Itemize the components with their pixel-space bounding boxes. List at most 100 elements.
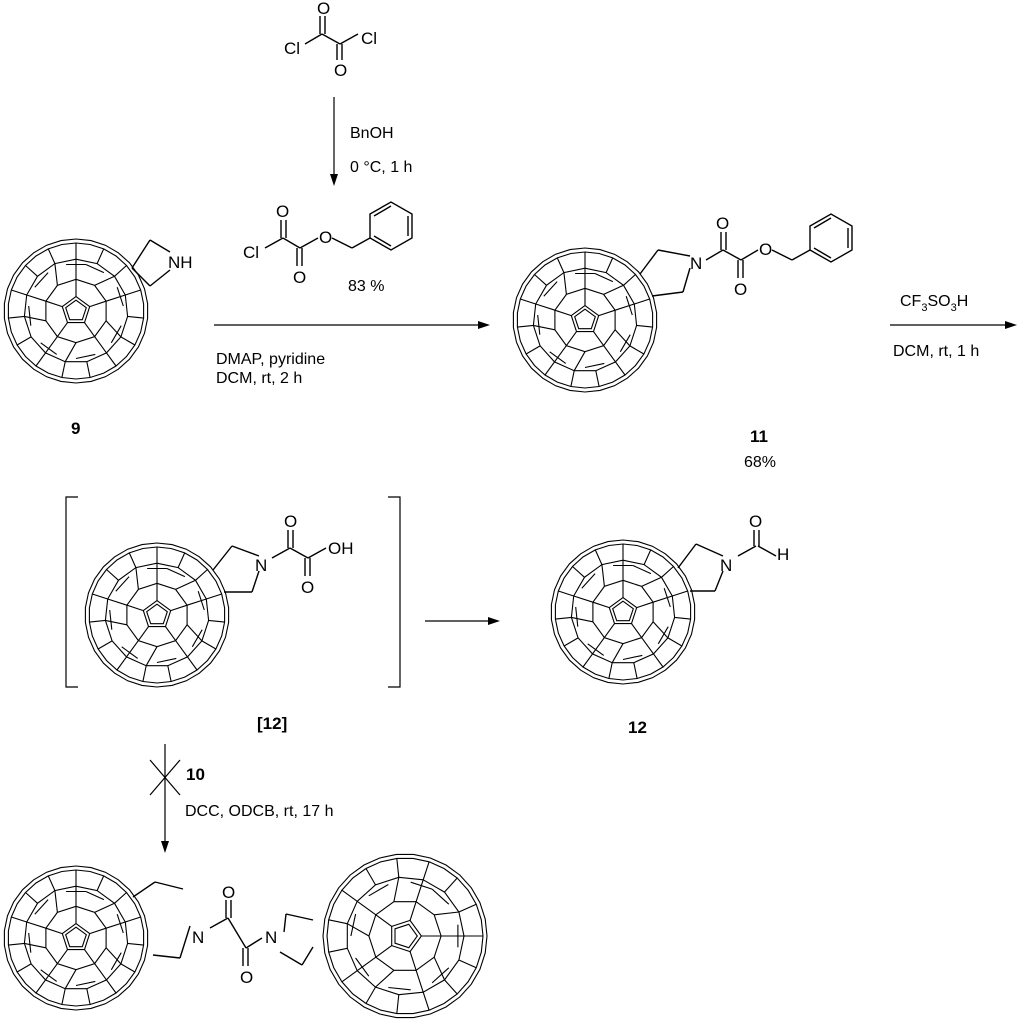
fullerene-double-bond	[75, 980, 96, 987]
fullerene-spoke	[128, 552, 137, 568]
fullerene-spoke	[643, 549, 652, 565]
dimer-structure: N N O O	[3, 853, 488, 1019]
fullerene-spoke	[201, 640, 217, 650]
compound-12-label: 12	[628, 718, 647, 737]
fullerene-dimer-right	[322, 853, 488, 1019]
fullerene-spoke	[422, 861, 430, 880]
fullerene-spoke	[517, 324, 534, 328]
fullerene-spoke	[563, 272, 567, 295]
fullerene-spoke	[375, 945, 393, 958]
fullerene-spoke	[54, 263, 58, 286]
fullerene-double-bond	[197, 591, 205, 611]
fullerene-spoke	[105, 921, 126, 929]
fullerene-spoke	[558, 590, 574, 597]
fullerene-spoke	[409, 951, 417, 971]
fullerene-spoke	[652, 595, 673, 603]
step4-arrow-crossed	[149, 744, 181, 853]
fullerene-spoke	[175, 640, 188, 658]
intermediate-o-bottom: O	[301, 578, 314, 597]
fullerene-spoke	[11, 289, 27, 296]
fullerene-double-bond	[537, 314, 541, 335]
fullerene-double-bond	[75, 353, 96, 360]
oxalyl-cl-right: Cl	[361, 29, 377, 48]
step3-reagent-so: SO	[927, 293, 950, 310]
fullerene-double-bond	[28, 932, 32, 953]
fullerene-spoke	[573, 351, 586, 371]
fullerene-double-bond	[549, 351, 567, 364]
fullerene-spoke	[142, 665, 147, 682]
oxalyl-cl-left: Cl	[284, 39, 300, 58]
fullerene-double-bond	[410, 881, 433, 890]
fullerene-spoke	[594, 549, 603, 565]
fullerene-spoke	[615, 361, 626, 376]
fullerene-double-bond	[594, 272, 614, 283]
step4-reagent: 10	[186, 765, 205, 784]
fullerene-spoke	[422, 992, 430, 1011]
compound-12-n: N	[720, 556, 732, 575]
fullerene-double-bond	[625, 296, 633, 316]
fullerene-spoke	[64, 969, 77, 989]
fullerene-double-bond	[368, 884, 389, 897]
fullerene-spoke	[167, 665, 172, 682]
fullerene-spoke	[137, 626, 149, 641]
fullerene-center-pentagon	[61, 922, 91, 951]
fullerene-double-bond	[109, 609, 113, 630]
fullerene-spoke	[170, 604, 188, 612]
fullerene-double-bond	[632, 564, 652, 575]
fullerene-spoke	[26, 294, 47, 302]
fullerene-spoke	[593, 331, 605, 346]
fullerene-outline-inner	[88, 546, 226, 684]
fullerene-spoke	[603, 345, 616, 363]
step3-sub2: 3	[951, 302, 957, 314]
intermediate-n: N	[255, 556, 267, 575]
fullerene-spoke	[375, 969, 395, 988]
fullerene-spoke	[544, 361, 555, 376]
fullerene-spoke	[525, 345, 541, 355]
fullerene-double-bond	[657, 626, 669, 645]
fullerene-double-bond	[121, 646, 139, 659]
fullerene-spoke	[35, 352, 46, 367]
fullerene-spoke	[641, 576, 662, 587]
fullerene-double-bond	[156, 657, 177, 664]
fullerene-spoke	[533, 324, 556, 331]
fullerene-spoke	[444, 877, 458, 893]
oxalyl-o-bottom: O	[334, 61, 347, 80]
fullerene-outline	[512, 247, 658, 393]
fullerene-spoke	[653, 653, 664, 668]
fullerene-spoke	[186, 598, 207, 606]
ester-o-bottom: O	[293, 268, 306, 287]
compound-11-n: N	[690, 254, 702, 273]
fullerene-spoke	[45, 963, 58, 981]
fullerene-center-double	[394, 923, 418, 949]
fullerene-spoke	[47, 248, 56, 264]
fullerene-mid-ring	[104, 562, 210, 667]
fullerene-spoke	[633, 662, 638, 679]
fullerene-double-bond	[584, 362, 605, 369]
compound-12-structure: N O H	[550, 512, 789, 685]
fullerene-spoke	[61, 988, 66, 1005]
fullerene-spoke	[105, 619, 128, 626]
fullerene-spoke	[571, 616, 594, 623]
fullerene-center-double	[612, 600, 634, 622]
fullerene-spoke	[145, 646, 158, 666]
fullerene-spoke	[652, 621, 669, 639]
fullerene-spoke	[56, 322, 68, 337]
fullerene-spoke	[520, 298, 536, 305]
fullerene-spoke	[116, 656, 127, 671]
fullerene-mid-ring	[346, 876, 465, 996]
fullerene-outline-inner	[554, 543, 692, 681]
fullerene-spoke	[598, 309, 616, 317]
fullerene-outline-inner	[326, 857, 484, 1015]
fullerene-outline-inner	[516, 251, 654, 389]
fullerene-mid-ring	[23, 885, 129, 990]
fullerene-outline	[3, 865, 149, 1011]
fullerene-double-bond	[355, 957, 370, 977]
fullerene-spoke	[565, 331, 577, 346]
intermediate-bracket-right	[388, 496, 401, 688]
fullerene-spoke	[47, 875, 56, 891]
step3-reagent-h: H	[957, 293, 969, 310]
fullerene-outline-inner	[7, 242, 145, 380]
fullerene-spoke	[592, 637, 605, 655]
intermediate-label: [12]	[257, 714, 287, 733]
